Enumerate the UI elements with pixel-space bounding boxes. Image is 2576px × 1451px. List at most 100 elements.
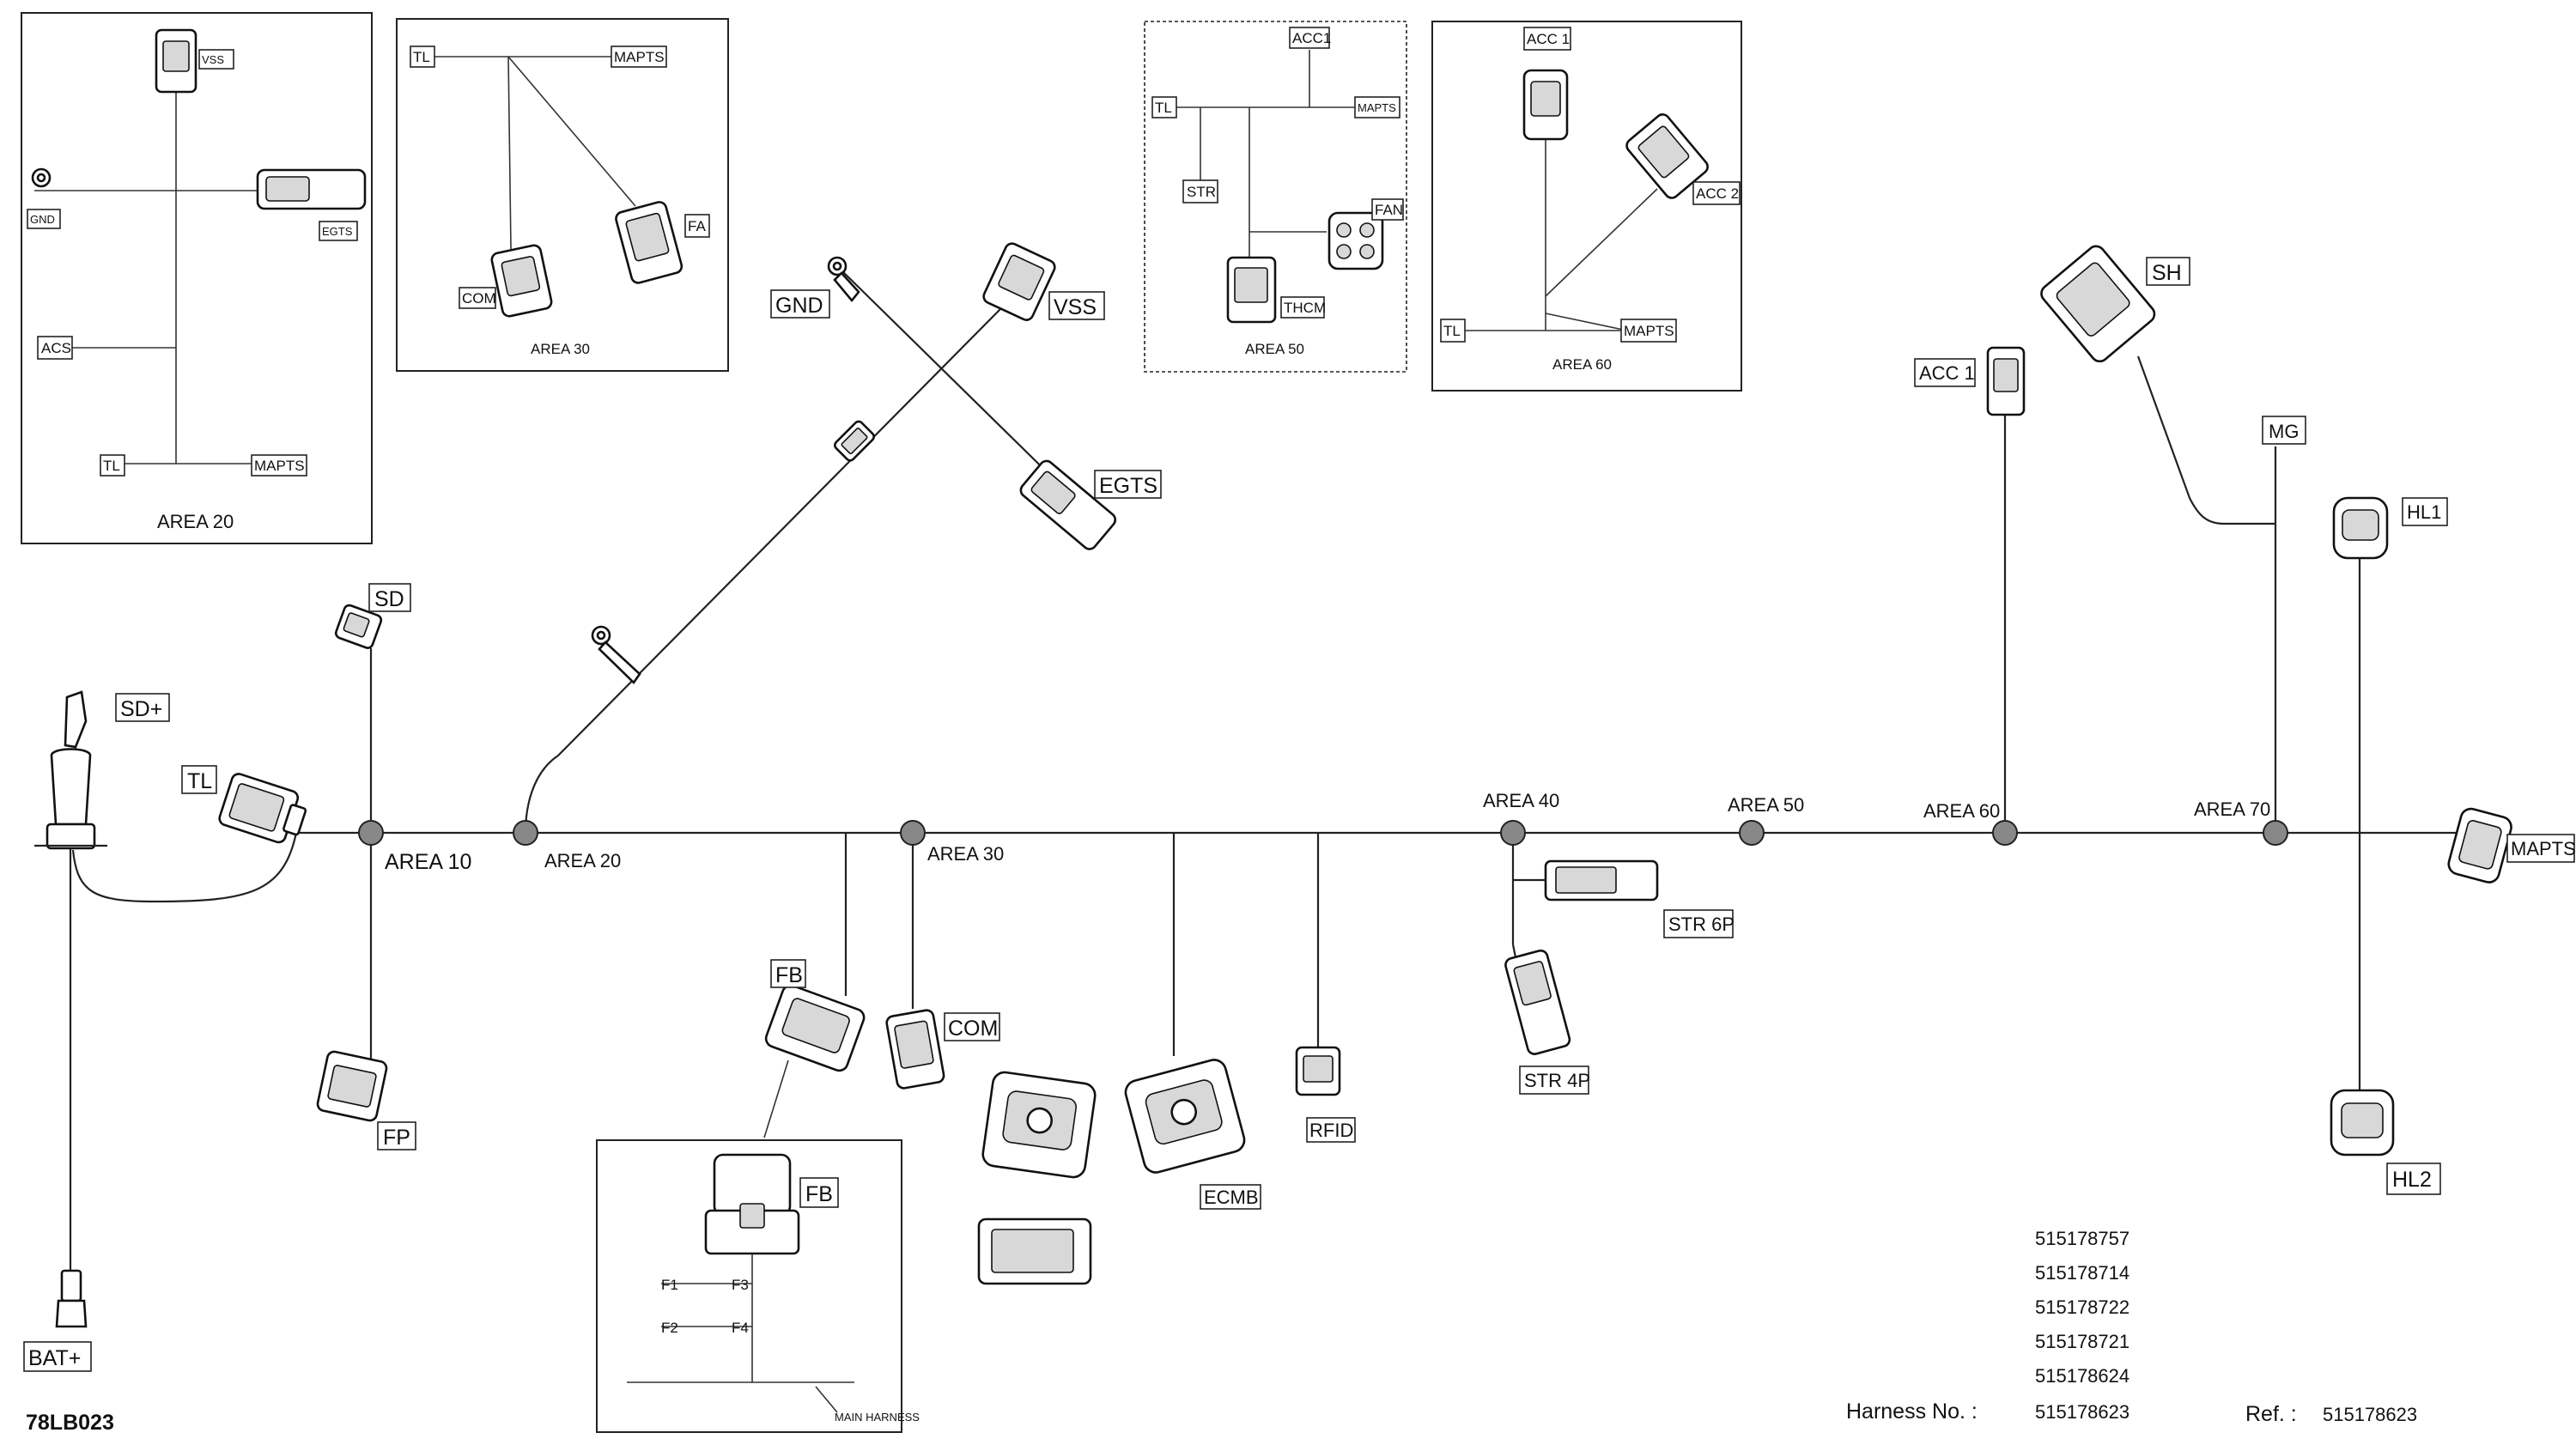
inset50-acc1-label: ACC1 <box>1292 30 1331 46</box>
bat-plus-terminal-icon <box>55 1269 88 1328</box>
inset-area-50: ACC1 TL MAPTS STR FAN THCM AREA 50 <box>1144 21 1407 373</box>
hl1-label: HL1 <box>2407 501 2441 523</box>
fb-connector-icon <box>764 984 866 1072</box>
inset60-acc1-label: ACC 1 <box>1527 31 1570 47</box>
inset60-mapts-label: MAPTS <box>1624 323 1674 339</box>
ref-number: 515178623 <box>2323 1404 2417 1425</box>
fuse-f4-label: F4 <box>732 1320 749 1336</box>
harness-number-6: 515178623 <box>2035 1401 2129 1423</box>
inset30-tl-label: TL <box>413 49 430 65</box>
inset30-title: AREA 30 <box>531 341 590 357</box>
vss-connector-icon <box>982 242 1056 321</box>
gnd-label: GND <box>775 294 823 318</box>
inset-area-20: VSS GND EGTS ACS TL MAPTS AREA 20 <box>21 12 373 544</box>
sd-label: SD <box>374 587 404 611</box>
tl-connector-icon <box>218 773 307 844</box>
fuse-fb-label: FB <box>805 1182 833 1206</box>
sh-label: SH <box>2152 261 2182 285</box>
inset60-acc2-label: ACC 2 <box>1696 185 1739 202</box>
vss-label: VSS <box>1054 295 1097 319</box>
splice-area-40 <box>1500 820 1526 846</box>
splice-area-20 <box>513 820 538 846</box>
inset20-gnd-label: GND <box>30 213 55 226</box>
harness-number-block: 515178757 515178714 515178722 515178721 … <box>26 1228 2417 1435</box>
inset20-egts-label: EGTS <box>322 225 353 238</box>
diagram-code: 78LB023 <box>26 1411 114 1435</box>
ring-terminal-icon <box>591 625 641 684</box>
inset20-tl-label: TL <box>103 458 120 474</box>
inset20-title: AREA 20 <box>157 511 234 532</box>
inset20-acs-label: ACS <box>41 340 71 356</box>
splice-area-70 <box>2263 820 2288 846</box>
area-20-label: AREA 20 <box>544 850 621 871</box>
fuse-f1-label: F1 <box>661 1277 678 1293</box>
inset50-mapts-label: MAPTS <box>1358 101 1396 114</box>
inset50-thcm-label: THCM <box>1284 300 1326 316</box>
inline-connector-icon <box>834 420 875 462</box>
inset20-mapts-label: MAPTS <box>254 458 305 474</box>
area-40-label: AREA 40 <box>1483 790 1559 811</box>
inset30-mapts-label: MAPTS <box>614 49 665 65</box>
inset50-str-label: STR <box>1187 184 1216 200</box>
str-6p-label: STR 6P <box>1668 914 1735 935</box>
fuse-main-harness-label: MAIN HARNESS <box>835 1411 920 1424</box>
inset60-tl-label: TL <box>1443 323 1461 339</box>
sd-plus-label: SD+ <box>120 697 162 721</box>
inset50-fan-label: FAN <box>1375 202 1403 218</box>
area-labels: AREA 10 AREA 20 AREA 30 AREA 40 AREA 50 … <box>385 790 2270 874</box>
harness-number-2: 515178714 <box>2035 1262 2129 1284</box>
sh-connector-icon <box>2040 245 2156 363</box>
harness-number-1: 515178757 <box>2035 1228 2129 1249</box>
inset30-com-label: COM <box>462 290 496 307</box>
connector-labels: SD+ BAT+ TL SD FP GND VSS EGTS FB COM EC… <box>23 257 2576 1372</box>
area-70-label: AREA 70 <box>2194 798 2270 820</box>
gnd-ring-terminal-icon <box>827 256 860 303</box>
harness-no-label: Harness No. : <box>1846 1399 1978 1424</box>
area-50-label: AREA 50 <box>1728 794 1804 816</box>
inset60-title: AREA 60 <box>1552 356 1612 373</box>
com-label: COM <box>948 1017 998 1041</box>
harness-number-5: 515178624 <box>2035 1365 2129 1387</box>
inset50-title: AREA 50 <box>1245 341 1304 357</box>
tl-label: TL <box>187 769 212 793</box>
harness-number-4: 515178721 <box>2035 1331 2129 1352</box>
egts-label: EGTS <box>1099 474 1157 498</box>
ecmb-connector-icon <box>977 1059 1246 1285</box>
acc1-label: ACC 1 <box>1919 362 1975 384</box>
fuse-f2-label: F2 <box>661 1320 678 1336</box>
ecmb-label: ECMB <box>1204 1187 1259 1208</box>
ref-label: Ref. : <box>2245 1402 2297 1426</box>
main-harness-trunk <box>69 265 2477 1288</box>
str-4p-connector-icon <box>1504 949 1571 1055</box>
area-60-label: AREA 60 <box>1923 800 2000 822</box>
hl1-connector-icon <box>2332 496 2389 560</box>
com-connector-icon <box>885 1009 945 1090</box>
fb-label: FB <box>775 963 803 987</box>
splice-area-50 <box>1739 820 1765 846</box>
fuse-f3-label: F3 <box>732 1277 749 1293</box>
area-30-label: AREA 30 <box>927 843 1004 865</box>
splice-points <box>358 820 2288 846</box>
sd-connector-icon <box>334 604 383 649</box>
mg-label: MG <box>2269 421 2299 442</box>
inset50-tl-label: TL <box>1155 100 1172 116</box>
splice-area-30 <box>900 820 926 846</box>
str-6p-connector-icon <box>1544 859 1659 902</box>
inset-area-60: ACC 1 ACC 2 TL MAPTS AREA 60 <box>1431 21 1742 392</box>
hl2-connector-icon <box>2330 1089 2395 1157</box>
hl2-label: HL2 <box>2392 1168 2432 1192</box>
str-4p-label: STR 4P <box>1524 1070 1590 1091</box>
area-10-label: AREA 10 <box>385 850 471 874</box>
rfid-label: RFID <box>1309 1120 1353 1141</box>
mapts-connector-icon <box>2447 807 2512 883</box>
sd-plus-terminal-icon <box>34 690 107 850</box>
fp-label: FP <box>383 1126 410 1150</box>
mapts-label: MAPTS <box>2511 838 2576 859</box>
splice-area-60 <box>1992 820 2018 846</box>
rfid-connector-icon <box>1295 1046 1341 1096</box>
inset-area-30: TL MAPTS COM FA AREA 30 <box>396 18 729 372</box>
fp-connector-icon <box>316 1050 388 1122</box>
egts-connector-icon <box>1019 459 1117 550</box>
acc1-connector-icon <box>1986 346 2026 416</box>
